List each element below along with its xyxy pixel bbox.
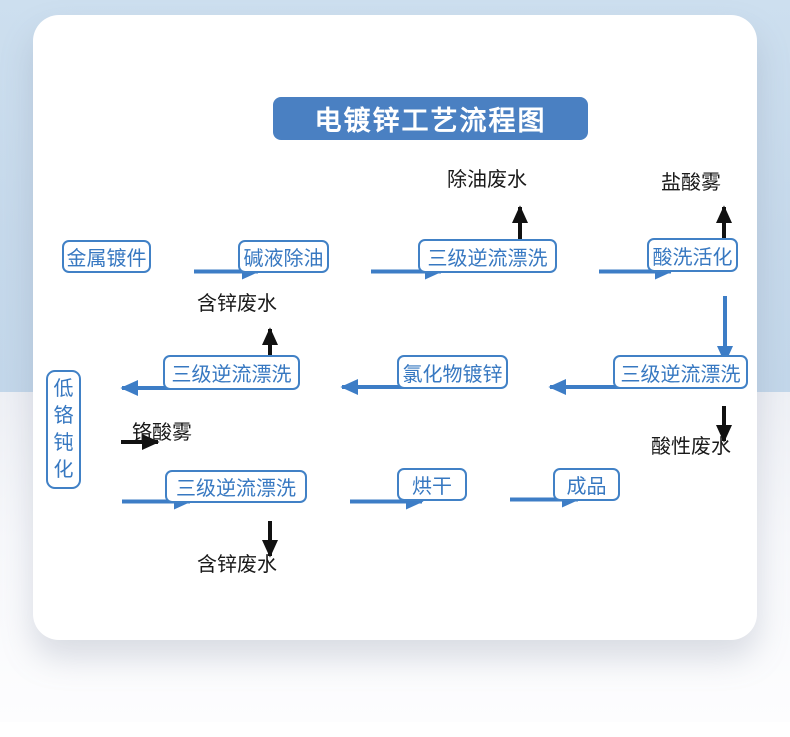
node-label: 成品 bbox=[566, 476, 607, 498]
node-counterflow-rinse-4: 三级逆流漂洗 bbox=[165, 470, 307, 503]
label-degreasing-wastewater: 除油废水 bbox=[447, 169, 527, 191]
node-counterflow-rinse-2: 三级逆流漂洗 bbox=[613, 355, 748, 389]
flowchart-card: 电镀锌工艺流程图 金属镀件 碱液除油 三级逆流漂洗 酸洗活化 三级逆流漂洗 氯化… bbox=[33, 15, 757, 640]
diagram-title-badge: 电镀锌工艺流程图 bbox=[273, 97, 588, 140]
node-acid-pickling-activation: 酸洗活化 bbox=[647, 238, 738, 272]
node-label: 三级逆流漂洗 bbox=[171, 364, 292, 386]
node-low-chrome-passivation: 低铬钝化 bbox=[46, 370, 81, 489]
node-label: 碱液除油 bbox=[243, 248, 324, 270]
node-label: 酸洗活化 bbox=[652, 246, 733, 269]
node-label: 低铬钝化 bbox=[53, 377, 74, 481]
node-finished-product: 成品 bbox=[553, 468, 620, 501]
node-counterflow-rinse-3: 三级逆流漂洗 bbox=[163, 355, 300, 390]
node-alkali-degreasing: 碱液除油 bbox=[238, 240, 329, 273]
node-label: 三级逆流漂洗 bbox=[620, 363, 741, 386]
label-chromic-acid-mist: 铬酸雾 bbox=[132, 422, 192, 444]
node-chloride-zinc-plating: 氯化物镀锌 bbox=[397, 355, 508, 389]
diagram-title: 电镀锌工艺流程图 bbox=[314, 106, 547, 136]
node-label: 氯化物镀锌 bbox=[402, 363, 503, 386]
node-label: 金属镀件 bbox=[66, 248, 147, 270]
label-hydrochloric-acid-mist: 盐酸雾 bbox=[661, 172, 721, 194]
node-metal-part: 金属镀件 bbox=[62, 240, 151, 273]
node-label: 三级逆流漂洗 bbox=[427, 247, 548, 270]
node-label: 三级逆流漂洗 bbox=[176, 478, 296, 500]
label-acidic-wastewater: 酸性废水 bbox=[651, 436, 731, 458]
node-label: 烘干 bbox=[412, 476, 452, 498]
node-drying: 烘干 bbox=[397, 468, 467, 501]
node-counterflow-rinse-1: 三级逆流漂洗 bbox=[418, 239, 557, 273]
label-zinc-wastewater-1: 含锌废水 bbox=[197, 293, 277, 315]
label-zinc-wastewater-2: 含锌废水 bbox=[197, 554, 277, 576]
